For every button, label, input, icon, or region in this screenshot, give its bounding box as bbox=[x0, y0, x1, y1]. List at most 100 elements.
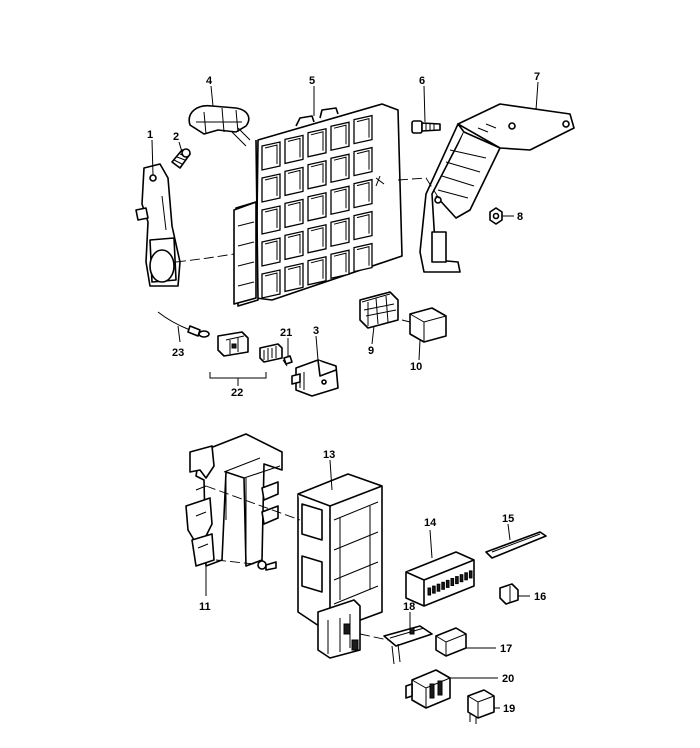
fuse-part-16 bbox=[499, 583, 519, 605]
carrier-cell bbox=[307, 255, 327, 286]
connector-slot bbox=[445, 579, 450, 588]
callout-22: 22 bbox=[231, 387, 243, 399]
carrier-cell bbox=[307, 191, 327, 222]
carrier-cell bbox=[284, 198, 304, 229]
bracket-part-1 bbox=[135, 163, 181, 287]
clip-part-4 bbox=[188, 104, 251, 147]
carrier-cell-inner bbox=[333, 124, 347, 145]
connector-block-part-14 bbox=[405, 551, 475, 607]
carrier-cell-inner bbox=[287, 233, 301, 254]
callout-labels: 1 2 4 5 6 7 8 9 10 3 21 22 23 11 13 14 1… bbox=[147, 71, 546, 715]
carrier-cell-inner bbox=[333, 220, 347, 241]
carrier-cell-inner bbox=[287, 137, 301, 158]
carrier-cell-inner bbox=[333, 156, 347, 177]
carrier-cell bbox=[307, 159, 327, 190]
strip-part-15 bbox=[485, 531, 547, 559]
carrier-cell-inner bbox=[264, 208, 278, 228]
relay-frame-part-11 bbox=[185, 433, 283, 571]
callout-21: 21 bbox=[280, 327, 292, 339]
callout-19: 19 bbox=[503, 703, 515, 715]
callout-17: 17 bbox=[500, 643, 512, 655]
connector-slot bbox=[450, 578, 455, 586]
carrier-cell bbox=[353, 146, 373, 177]
carrier-cell-inner bbox=[310, 227, 324, 247]
callout-18: 18 bbox=[403, 601, 415, 613]
nut-part-8 bbox=[489, 207, 503, 225]
callout-1: 1 bbox=[147, 129, 153, 141]
carrier-cell-inner bbox=[356, 149, 370, 170]
carrier-cell bbox=[330, 249, 350, 280]
carrier-cell bbox=[261, 269, 281, 299]
carrier-cell bbox=[284, 262, 304, 293]
carrier-cell bbox=[353, 114, 373, 145]
relay-holder-part-20 bbox=[405, 669, 451, 709]
carrier-cell-inner bbox=[287, 169, 301, 190]
connector-slot bbox=[441, 581, 445, 590]
carrier-cell bbox=[307, 127, 327, 158]
carrier-cell-inner bbox=[287, 201, 301, 222]
relay-part-19 bbox=[467, 689, 495, 724]
carrier-cell-inner bbox=[356, 117, 370, 138]
carrier-cell-inner bbox=[356, 213, 370, 234]
carrier-cell bbox=[353, 178, 373, 209]
callout-2: 2 bbox=[173, 131, 179, 143]
connector-slot bbox=[427, 587, 432, 596]
carrier-cell bbox=[330, 217, 350, 248]
pin-part-21 bbox=[282, 355, 293, 367]
callout-20: 20 bbox=[502, 673, 514, 685]
callout-8: 8 bbox=[517, 211, 523, 223]
carrier-cell-inner bbox=[356, 245, 370, 266]
connector-slot bbox=[464, 572, 468, 581]
carrier-cell bbox=[284, 166, 304, 197]
relay-part-10 bbox=[401, 307, 447, 343]
callout-15: 15 bbox=[502, 513, 514, 525]
connector-slot bbox=[432, 585, 436, 594]
carrier-cell-inner bbox=[264, 272, 278, 292]
callout-9: 9 bbox=[368, 345, 374, 357]
carrier-cell bbox=[261, 173, 281, 203]
carrier-cell-inner bbox=[264, 144, 278, 164]
carrier-cell bbox=[261, 141, 281, 171]
carrier-cell bbox=[261, 237, 281, 267]
carrier-cell-inner bbox=[310, 131, 324, 151]
callout-3: 3 bbox=[313, 325, 319, 337]
callout-7: 7 bbox=[534, 71, 540, 83]
callout-14: 14 bbox=[424, 517, 437, 529]
callout-11: 11 bbox=[199, 601, 211, 613]
carrier-cell bbox=[330, 121, 350, 152]
carrier-cell-inner bbox=[333, 252, 347, 273]
carrier-cell-inner bbox=[310, 259, 324, 279]
callout-10: 10 bbox=[410, 361, 422, 373]
callout-23: 23 bbox=[172, 347, 184, 359]
carrier-cell bbox=[284, 230, 304, 261]
carrier-cell bbox=[261, 205, 281, 235]
callout-4: 4 bbox=[206, 75, 213, 87]
screw-part-6 bbox=[411, 120, 441, 134]
callout-5: 5 bbox=[309, 75, 315, 87]
carrier-cell bbox=[330, 185, 350, 216]
relay-block-part-13 bbox=[297, 473, 383, 659]
terminal-strip-part-18 bbox=[383, 625, 433, 665]
carrier-cell-inner bbox=[264, 240, 278, 260]
assembly-lines bbox=[175, 177, 441, 641]
carrier-cell-inner bbox=[310, 163, 324, 183]
carrier-cell bbox=[353, 242, 373, 273]
carrier-cell bbox=[284, 134, 304, 165]
connector-slot bbox=[459, 574, 464, 583]
carrier-cell bbox=[307, 223, 327, 254]
leader-lines bbox=[151, 81, 539, 709]
connector-slot bbox=[468, 570, 473, 579]
carrier-cell-inner bbox=[333, 188, 347, 209]
connector-part-22 bbox=[217, 331, 283, 363]
callout-6: 6 bbox=[419, 75, 425, 87]
screw-part-2 bbox=[171, 148, 191, 169]
connector-slot bbox=[455, 576, 459, 585]
carrier-cell-inner bbox=[264, 176, 278, 196]
callout-13: 13 bbox=[323, 449, 335, 461]
relay-carrier-part-5 bbox=[233, 103, 403, 307]
callout-16: 16 bbox=[534, 591, 546, 603]
carrier-cell-inner bbox=[356, 181, 370, 202]
relay-base-part-3 bbox=[291, 359, 339, 397]
relay-socket-part-9 bbox=[359, 291, 399, 329]
